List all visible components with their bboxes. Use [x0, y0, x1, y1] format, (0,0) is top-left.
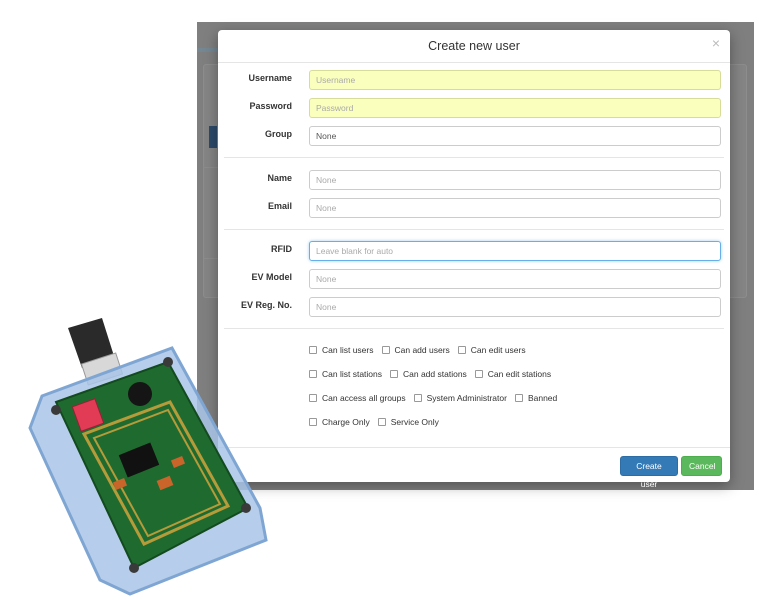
section-divider	[224, 328, 724, 329]
ev-reg-input[interactable]	[309, 297, 721, 317]
checkbox-label: Can add stations	[403, 369, 467, 379]
capacitor	[156, 475, 174, 491]
checkbox-box[interactable]	[390, 370, 398, 378]
checkbox-can-edit-stations[interactable]: Can edit stations	[474, 369, 552, 379]
name-input[interactable]	[309, 170, 721, 190]
modal-title: Create new user	[428, 39, 520, 53]
checkbox-banned[interactable]: Banned	[514, 393, 558, 403]
background-divider	[203, 258, 223, 259]
cancel-button[interactable]: Cancel	[681, 456, 722, 476]
checkbox-box[interactable]	[514, 394, 523, 402]
section-divider	[224, 157, 724, 158]
ev-model-label: EV Model	[251, 272, 292, 282]
checkbox-label: Can edit users	[470, 345, 526, 355]
screw	[129, 563, 139, 573]
group-select[interactable]	[309, 126, 721, 146]
create-user-button[interactable]: Create user	[620, 456, 678, 489]
group-label: Group	[265, 129, 292, 139]
permissions-row: Can list stations Can add stations Can e…	[309, 367, 559, 381]
create-user-modal: Create new user × Username Password Grou…	[218, 30, 730, 489]
checkbox-charge-only[interactable]: Charge Only	[309, 417, 370, 427]
username-row: Username	[218, 70, 730, 90]
checkbox-label: Service Only	[390, 417, 439, 427]
checkbox-label: Banned	[527, 393, 558, 403]
close-icon[interactable]: ×	[711, 35, 720, 51]
email-row: Email	[218, 198, 730, 218]
ev-reg-row: EV Reg. No.	[218, 297, 730, 317]
password-input[interactable]	[309, 98, 721, 118]
usb-cable	[68, 318, 114, 368]
checkbox-label: Can access all groups	[322, 393, 406, 403]
email-input[interactable]	[309, 198, 721, 218]
rfid-reader-device	[28, 318, 268, 596]
checkbox-label: Can edit stations	[487, 369, 552, 379]
checkbox-label: Can list stations	[322, 369, 382, 379]
checkbox-box[interactable]	[457, 346, 466, 354]
checkbox-label: Charge Only	[322, 417, 370, 427]
ev-reg-label: EV Reg. No.	[240, 300, 292, 310]
checkbox-can-list-users[interactable]: Can list users	[309, 345, 374, 355]
dip-switch	[71, 398, 105, 432]
ev-model-row: EV Model	[218, 269, 730, 289]
checkbox-can-edit-users[interactable]: Can edit users	[457, 345, 526, 355]
rfid-input[interactable]	[309, 241, 721, 261]
background-divider	[203, 167, 223, 168]
ic-chip	[118, 442, 160, 478]
checkbox-label: Can list users	[322, 345, 374, 355]
screw	[51, 405, 61, 415]
checkbox-box[interactable]	[309, 346, 317, 354]
permissions-row: Can list users Can add users Can edit us…	[309, 343, 534, 357]
antenna-coil	[81, 400, 231, 546]
rfid-label: RFID	[271, 244, 292, 254]
password-label: Password	[249, 101, 292, 111]
permissions-row: Charge Only Service Only	[309, 415, 447, 429]
checkbox-label: System Administrator	[426, 393, 507, 403]
buzzer	[128, 382, 152, 406]
capacitor	[112, 478, 128, 490]
password-row: Password	[218, 98, 730, 118]
background-block	[209, 126, 217, 148]
checkbox-box[interactable]	[377, 418, 386, 426]
checkbox-box[interactable]	[309, 370, 317, 378]
checkbox-box[interactable]	[309, 394, 317, 402]
checkbox-can-list-stations[interactable]: Can list stations	[309, 369, 382, 379]
username-input[interactable]	[309, 70, 721, 90]
permissions-row: Can access all groups System Administrat…	[309, 391, 565, 405]
capacitor	[170, 456, 186, 468]
email-label: Email	[267, 201, 292, 211]
username-label: Username	[248, 73, 292, 83]
checkbox-box[interactable]	[309, 418, 317, 426]
group-row: Group	[218, 126, 730, 146]
screw	[163, 357, 173, 367]
name-label: Name	[267, 173, 292, 183]
name-row: Name	[218, 170, 730, 190]
screw	[241, 503, 251, 513]
section-divider	[224, 229, 724, 230]
checkbox-system-administrator[interactable]: System Administrator	[413, 393, 507, 403]
antenna-coil	[92, 408, 222, 538]
checkbox-box[interactable]	[413, 394, 422, 402]
checkbox-can-add-users[interactable]: Can add users	[381, 345, 450, 355]
rfid-row: RFID	[218, 241, 730, 261]
modal-header: Create new user ×	[218, 30, 730, 63]
ev-model-input[interactable]	[309, 269, 721, 289]
checkbox-can-add-stations[interactable]: Can add stations	[390, 369, 467, 379]
modal-footer: Create user Cancel	[218, 447, 730, 489]
checkbox-box[interactable]	[474, 370, 483, 378]
checkbox-box[interactable]	[381, 346, 390, 354]
checkbox-service-only[interactable]: Service Only	[377, 417, 439, 427]
checkbox-label: Can add users	[394, 345, 450, 355]
checkbox-can-access-all-groups[interactable]: Can access all groups	[309, 393, 406, 403]
